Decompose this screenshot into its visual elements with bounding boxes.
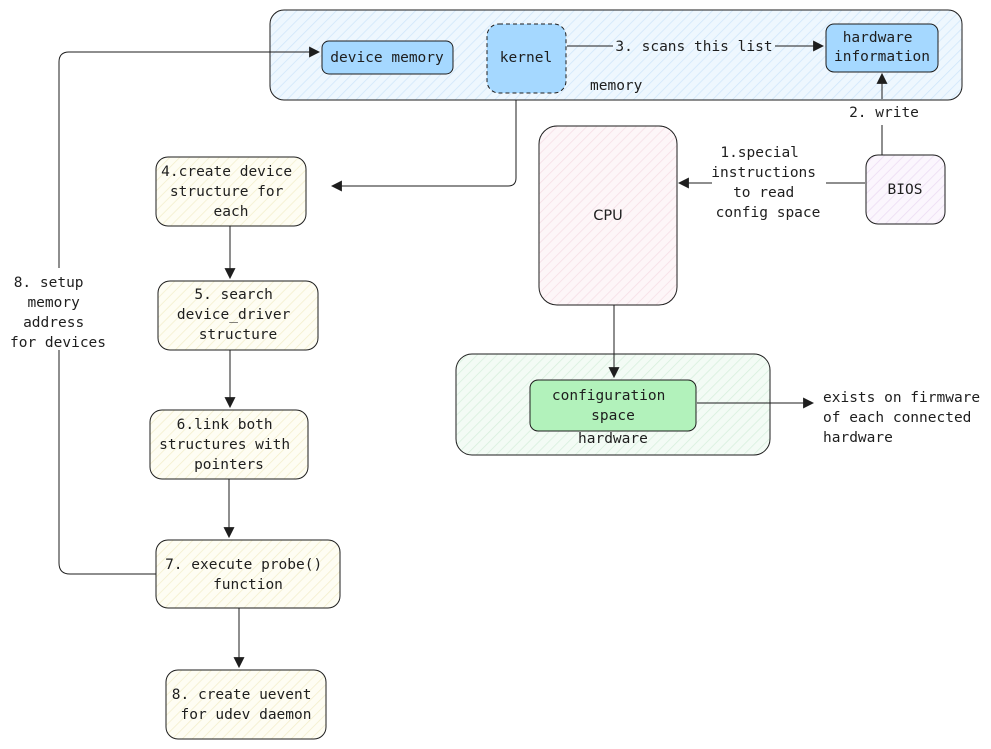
step8-label: 8. create uevent for udev daemon [172,687,320,723]
step6-label: 6.link both structures with pointers [159,417,299,473]
hardware-group-label: hardware [578,431,648,447]
firmware-note: exists on firmware of each connected har… [823,390,989,446]
firmware-note-line: hardware [823,430,893,446]
memory-group-label: memory [590,78,643,94]
edge-label-scans: 3. scans this list [615,39,772,55]
step5-label: 5. search device_driver structure [177,287,299,343]
memory-group [269,9,963,101]
step5-line: device_driver [177,307,291,323]
step7-line: function [213,577,283,593]
step6-line: 6.link both [177,417,273,433]
bios-label: BIOS [888,182,923,198]
edge-label-special-line: to read [733,185,794,201]
edge-step7-to-device-memory-lower [58,350,156,575]
step5-line: structure [199,327,278,343]
edge-label-special-line: instructions [711,165,816,181]
step7-line: 7. execute probe() [165,557,322,573]
step4-box [155,156,307,227]
step6-line: pointers [194,457,264,473]
edge-kernel-to-step4 [330,100,517,192]
step4-label: 4.create device structure for each [161,164,301,220]
edge-label-setup-line: address [23,315,84,331]
configuration-space-label: configuration space [552,388,674,424]
edge-label-special-line: 1.special [720,145,799,161]
step8-line: for udev daemon [181,707,312,723]
edge-step7-to-device-memory-upper [58,46,321,268]
edge-label-setup: 8. setup memory address for devices [10,275,106,351]
step8-box [165,669,327,740]
firmware-note-line: of each connected [823,410,971,426]
step4-line: each [214,204,249,220]
step7-label: 7. execute probe() function [165,557,331,593]
step6-line: structures with [159,437,290,453]
cpu-label: CPU [593,208,622,224]
kernel-label: kernel [500,50,552,66]
edge-label-setup-line: 8. setup [14,275,84,291]
edge-label-setup-line: memory [27,295,80,311]
hardware-information-line: hardware [843,30,913,46]
kernel-box [486,23,567,94]
edge-label-write: 2. write [849,105,919,121]
configuration-space-box [529,379,697,432]
firmware-note-line: exists on firmware [823,390,980,406]
step5-box [157,280,319,351]
hardware-information-box [825,23,939,73]
step5-line: 5. search [194,287,273,303]
bios-box [865,154,946,225]
edge-label-special: 1.special instructions to read config sp… [711,145,825,221]
step7-box [155,539,341,609]
configuration-space-line: space [591,408,635,424]
hardware-information-line: information [834,49,930,65]
device-memory-label: device memory [330,50,444,66]
edge-label-setup-line: for devices [10,335,106,351]
edge-label-special-line: config space [716,205,821,221]
device-memory-box [321,40,454,75]
step4-line: 4.create device [161,164,292,180]
configuration-space-line: configuration [552,388,666,404]
step8-line: 8. create uevent [172,687,312,703]
hardware-information-label: hardware information [834,30,930,65]
cpu-box [538,125,678,306]
step4-line: structure for [170,184,284,200]
